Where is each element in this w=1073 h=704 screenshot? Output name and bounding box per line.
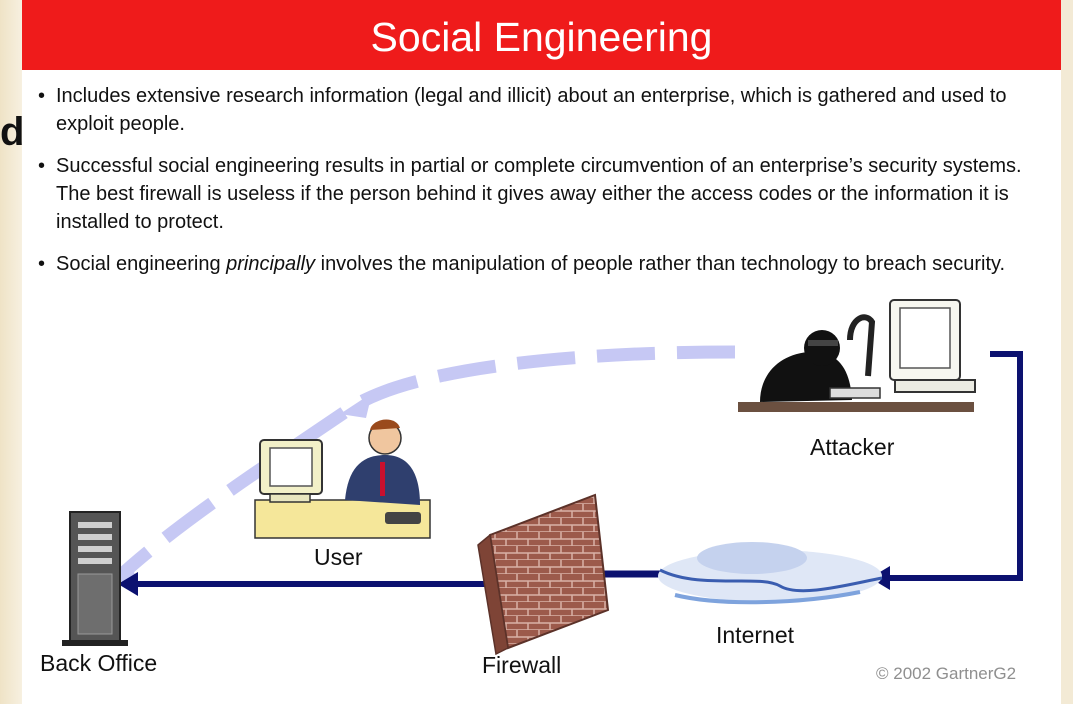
attacker-illustration [738,299,976,412]
firewall-icon [477,493,610,656]
attack-arrowhead-backoffice [118,572,138,596]
internet-label: Internet [716,622,794,648]
server-icon [62,511,128,646]
left-frame [0,0,22,704]
attacker-label: Attacker [810,434,895,460]
cloud-icon [658,542,883,605]
edge-text: d [0,110,25,154]
social-engineering-path [113,345,736,583]
copyright-text: © 2002 GartnerG2 [876,664,1017,683]
back-office-label: Back Office [40,650,158,676]
bullet-3: Social engineering principally involves … [32,250,1032,278]
user-label: User [314,544,363,570]
right-frame [1061,0,1073,704]
attack-path [882,351,1023,581]
bullet-1: Includes extensive research information … [32,82,1032,138]
user-illustration [254,419,431,539]
bullet-3-emphasis: principally [226,253,316,275]
bullet-2: Successful social engineering results in… [32,152,1032,236]
bullet-list: Includes extensive research information … [32,82,1032,292]
firewall-label: Firewall [482,652,562,678]
social-path-arrowhead [340,393,372,418]
title-bar: Social Engineering [22,0,1061,70]
bullet-3-post: involves the manipulation of people rath… [315,253,1006,275]
bullet-3-pre: Social engineering [56,253,227,275]
slide-title: Social Engineering [370,14,713,60]
